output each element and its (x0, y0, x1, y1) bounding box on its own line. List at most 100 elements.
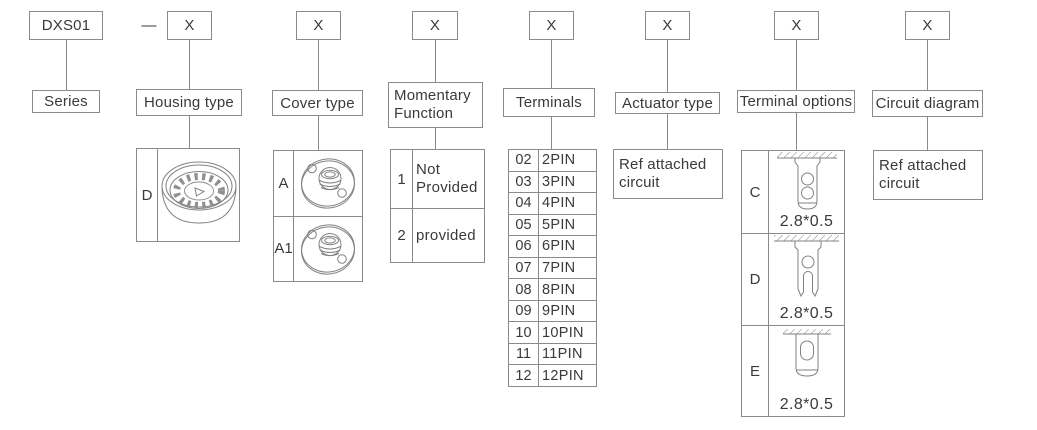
connector-line (667, 40, 668, 92)
terminal-code: 06 (509, 236, 539, 257)
code-x-actuator: X (645, 11, 690, 40)
terminal-desc: 4PIN (542, 195, 576, 212)
circuit-diagram-label: Circuit diagram (872, 90, 983, 117)
housing-option-cell (158, 149, 240, 241)
actuator-note-box: Ref attached circuit (613, 149, 723, 199)
circuit-note-box: Ref attached circuit (873, 150, 983, 200)
connector-line (189, 40, 190, 89)
cover-option-code: A (274, 151, 294, 216)
momentary-function-table: 1 Not Provided 2 provided (390, 149, 485, 263)
terminal-desc: 2PIN (542, 152, 576, 169)
terminal-option-row: D 2.8*0.5 (742, 233, 844, 325)
terminal-row: 02 2PIN (509, 150, 596, 171)
terminal-desc: 9PIN (542, 303, 576, 320)
terminal-option-row: E 2.8*0.5 (742, 325, 844, 416)
momentary-option-row: 1 Not Provided (391, 150, 484, 208)
terminal-desc: 6PIN (542, 238, 576, 255)
actuator-type-label: Actuator type (615, 92, 720, 114)
series-label: Series (32, 90, 100, 113)
code-x-momentary: X (412, 11, 458, 40)
terminal-option-cell: 2.8*0.5 (769, 234, 844, 325)
cover-type-table: A A1 (273, 150, 363, 282)
connector-line (667, 113, 668, 149)
momentary-option-code: 1 (391, 150, 413, 208)
terminal-option-cell: 2.8*0.5 (769, 326, 844, 416)
rotary-switch-housing-icon (158, 155, 240, 235)
terminal-code: 07 (509, 257, 539, 279)
terminal-option-code: D (742, 234, 769, 325)
terminal-code: 08 (509, 279, 539, 300)
code-x-terminal-options: X (774, 11, 819, 40)
terminal-desc: 3PIN (542, 173, 576, 190)
terminal-row: 04 4PIN (509, 192, 596, 214)
code-x-cover: X (296, 11, 341, 40)
connector-line (318, 40, 319, 90)
cover-type-label: Cover type (272, 90, 363, 116)
cover-option-row: A1 (274, 215, 362, 282)
terminal-row: 05 5PIN (509, 213, 596, 236)
terminal-code: 05 (509, 214, 539, 236)
housing-type-table: D (136, 148, 240, 242)
connector-line (189, 116, 190, 148)
terminal-lug-short-slot-icon (783, 329, 831, 386)
terminal-desc: 7PIN (542, 260, 576, 276)
terminal-option-dimension: 2.8*0.5 (779, 305, 834, 322)
housing-type-label: Housing type (136, 89, 242, 116)
connector-line (927, 117, 928, 150)
terminal-option-cell: 2.8*0.5 (769, 151, 844, 233)
terminal-desc: 10PIN (542, 324, 584, 341)
terminal-code: 10 (509, 322, 539, 343)
terminal-code: 02 (509, 150, 539, 171)
terminals-label: Terminals (503, 88, 595, 117)
cover-option-cell (294, 151, 362, 216)
terminal-option-dimension: 2.8*0.5 (779, 213, 834, 230)
connector-line (435, 40, 436, 82)
connector-line (551, 117, 552, 149)
code-x-terminals: X (529, 11, 574, 40)
connector-line (927, 40, 928, 90)
terminal-row: 07 7PIN (509, 256, 596, 279)
momentary-option-desc: Not Provided (416, 161, 478, 196)
round-cover-icon (297, 154, 359, 212)
terminal-desc: 5PIN (542, 216, 576, 233)
terminal-options-label: Terminal options (737, 90, 855, 113)
connector-line (551, 40, 552, 88)
cover-option-code: A1 (274, 216, 294, 281)
terminal-lug-forked-icon (774, 235, 839, 302)
code-x-housing: X (167, 11, 212, 40)
connector-line (66, 40, 67, 90)
terminal-row: 11 11PIN (509, 342, 596, 365)
terminal-desc: 12PIN (542, 367, 584, 384)
terminals-table: 02 2PIN 03 3PIN 04 4PIN 05 5PIN 06 6PIN … (508, 149, 597, 387)
momentary-option-row: 2 provided (391, 208, 484, 262)
connector-line (435, 128, 436, 149)
code-separator: — (141, 17, 157, 34)
terminal-code: 11 (509, 343, 539, 365)
series-code-box: DXS01 (29, 11, 103, 40)
cover-option-row: A (274, 151, 362, 216)
terminal-code: 04 (509, 193, 539, 214)
terminal-option-dimension: 2.8*0.5 (779, 396, 834, 413)
terminal-row: 10 10PIN (509, 321, 596, 343)
terminal-option-code: E (742, 326, 769, 416)
terminal-code: 09 (509, 300, 539, 322)
terminal-lug-two-holes-icon (777, 152, 837, 213)
terminal-row: 08 8PIN (509, 278, 596, 300)
connector-line (318, 116, 319, 150)
terminal-row: 09 9PIN (509, 299, 596, 322)
terminal-option-row: C 2.8*0.5 (742, 151, 844, 233)
housing-option-code: D (137, 149, 158, 241)
connector-line (796, 113, 797, 150)
terminal-option-code: C (742, 151, 769, 233)
terminal-code: 12 (509, 365, 539, 387)
momentary-function-label: Momentary Function (388, 82, 483, 128)
momentary-option-code: 2 (391, 209, 413, 262)
terminal-row: 06 6PIN (509, 235, 596, 257)
momentary-option-desc: provided (416, 227, 476, 244)
round-cover-icon (297, 220, 359, 278)
code-x-circuit: X (905, 11, 950, 40)
terminal-row: 12 12PIN (509, 364, 596, 387)
cover-option-cell (294, 217, 362, 282)
terminal-code: 03 (509, 171, 539, 193)
